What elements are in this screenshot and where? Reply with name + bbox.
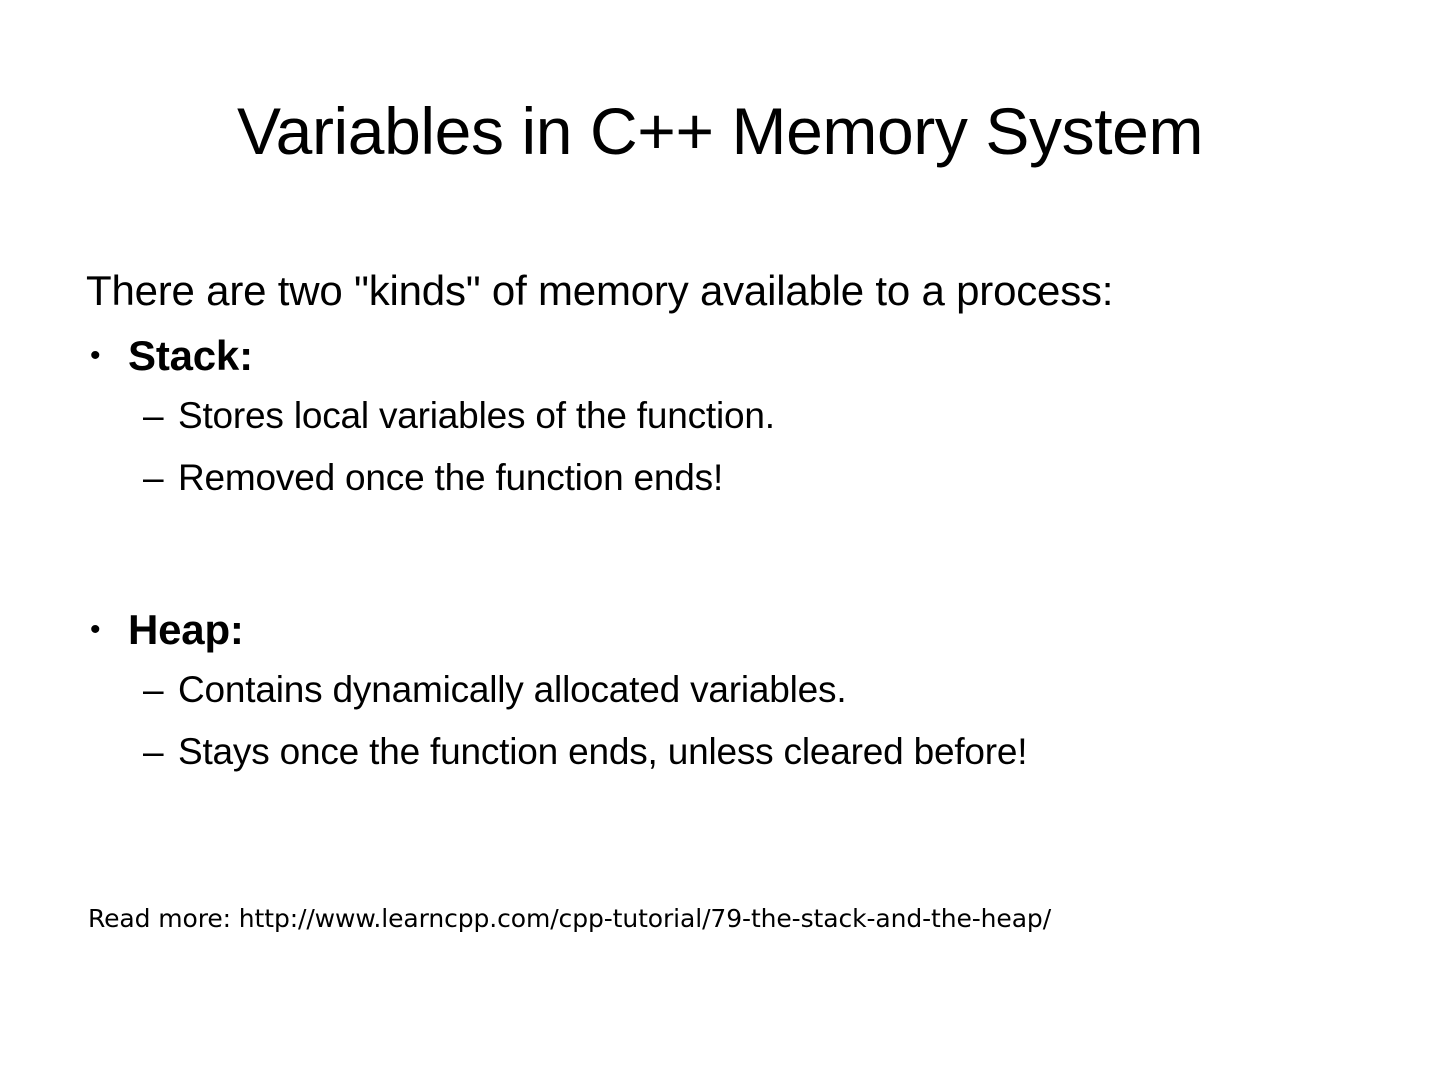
- read-more-note: Read more: http://www.learncpp.com/cpp-t…: [88, 904, 1052, 933]
- sub-bullet-item: – Stores local variables of the function…: [86, 385, 1386, 447]
- lead-paragraph: There are two "kinds" of memory availabl…: [86, 267, 1114, 314]
- dash-icon: –: [143, 731, 164, 772]
- blank-line-spacer: [86, 509, 1386, 587]
- dash-icon: –: [143, 669, 164, 710]
- bullet-label-stack: Stack:: [128, 332, 253, 379]
- sub-bullet-label: Stores local variables of the function.: [178, 395, 775, 436]
- bullet-item-stack: • Stack:: [86, 327, 1386, 385]
- bullet-item-heap: • Heap:: [86, 601, 1386, 659]
- slide-body: There are two "kinds" of memory availabl…: [86, 262, 1386, 783]
- sub-bullet-item: – Contains dynamically allocated variabl…: [86, 659, 1386, 721]
- sub-bullet-label: Removed once the function ends!: [178, 457, 724, 498]
- bullet-dot-icon: •: [90, 613, 101, 646]
- section-gap: [86, 587, 1386, 601]
- bullet-dot-icon: •: [90, 339, 101, 372]
- sub-bullet-label: Contains dynamically allocated variables…: [178, 669, 847, 710]
- sub-bullet-item: – Stays once the function ends, unless c…: [86, 721, 1386, 783]
- sub-bullet-item: – Removed once the function ends!: [86, 447, 1386, 509]
- bullet-label-heap: Heap:: [128, 606, 244, 653]
- page-title: Variables in C++ Memory System: [236, 94, 1204, 168]
- sub-bullet-label: Stays once the function ends, unless cle…: [178, 731, 1028, 772]
- dash-icon: –: [143, 395, 164, 436]
- dash-icon: –: [143, 457, 164, 498]
